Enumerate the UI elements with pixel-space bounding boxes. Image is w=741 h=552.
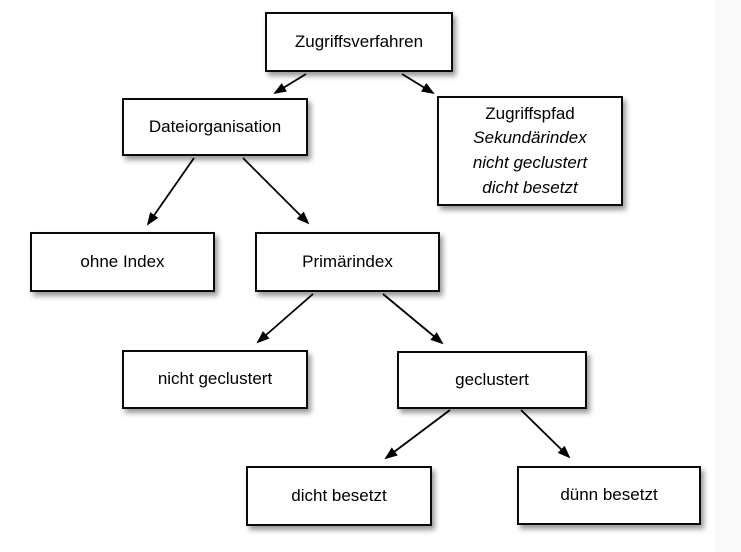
node-label-line: Zugriffspfad (485, 103, 575, 123)
edge-primaerindex-to-geclustert (382, 293, 444, 345)
node-label-line: dicht besetzt (482, 177, 578, 197)
edge-dateiorganisation-to-ohne-index (146, 157, 195, 226)
node-label: nicht geclustert (157, 369, 273, 389)
node-label-line: Sekundärindex (473, 128, 587, 148)
edge-zugriffsverfahren-to-dateiorganisation (273, 73, 307, 95)
right-gutter (715, 0, 741, 552)
node-dicht-besetzt: dicht besetzt (246, 466, 432, 526)
node-label: Dateiorganisation (148, 116, 282, 136)
node-ohne-index: ohne Index (30, 232, 215, 292)
edge-geclustert-to-duenn-besetzt (520, 409, 571, 459)
node-label: dünn besetzt (560, 485, 658, 505)
node-label: Zugriffsverfahren (294, 31, 424, 51)
edge-geclustert-to-dicht-besetzt (384, 409, 451, 460)
node-duenn-besetzt: dünn besetzt (517, 466, 701, 525)
node-label-line: nicht geclustert (472, 153, 588, 172)
node-label: ohne Index (80, 251, 165, 271)
node-geclustert: geclustert (397, 351, 587, 409)
node-dateiorganisation: Dateiorganisation (122, 98, 308, 156)
node-label: geclustert (455, 369, 529, 389)
node-zugriffsverfahren: Zugriffsverfahren (265, 12, 453, 72)
node-primaerindex: Primärindex (255, 232, 440, 292)
node-label: dicht besetzt (291, 485, 387, 505)
node-label: Primärindex (302, 251, 393, 271)
edge-zugriffsverfahren-to-zugriffspfad (401, 73, 435, 95)
node-nicht-geclustert: nicht geclustert (122, 350, 308, 409)
edge-primaerindex-to-nicht-geclustert (256, 293, 314, 344)
edge-dateiorganisation-to-primaerindex (242, 157, 310, 225)
node-zugriffspfad: Zugriffspfad Sekundärindex nicht geclust… (437, 96, 623, 206)
